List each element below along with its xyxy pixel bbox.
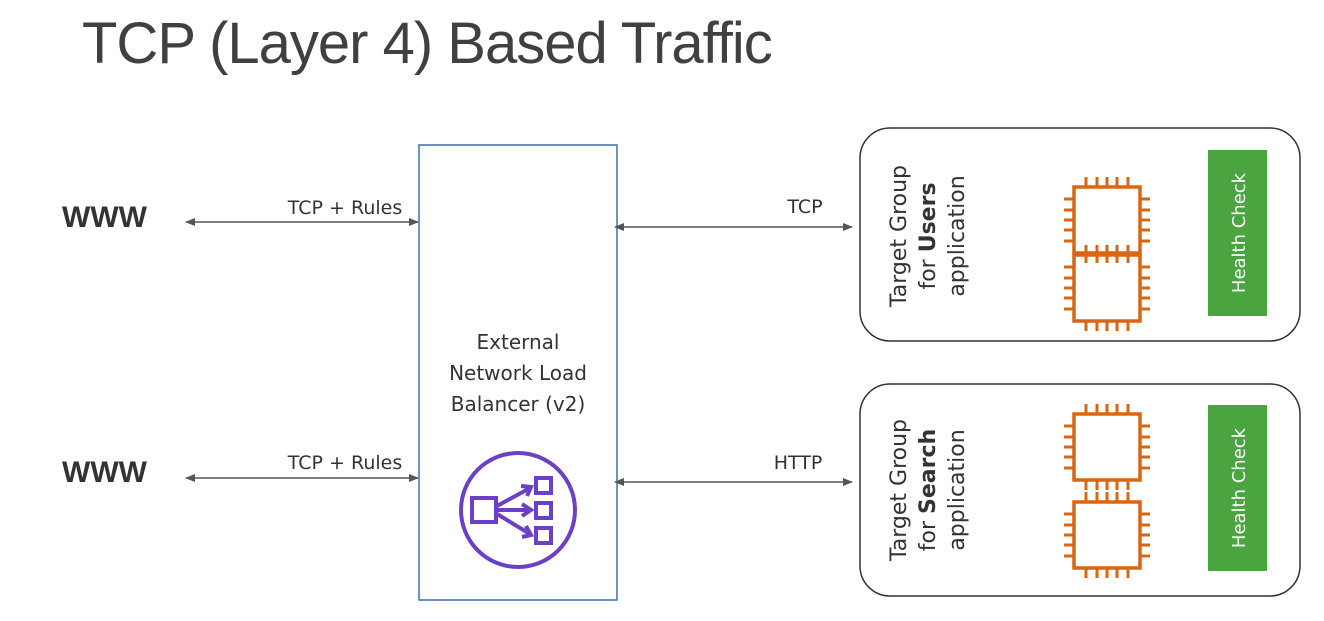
- health-check-label: Health Check: [1229, 427, 1250, 548]
- route-protocol-label-2: HTTP: [774, 452, 823, 474]
- health-check-badge: [1208, 405, 1267, 571]
- load-balancer-label-line-2: Network Load: [449, 361, 587, 385]
- client-protocol-label-1: TCP + Rules: [287, 197, 402, 219]
- load-balancer-label-line-1: External: [477, 330, 560, 354]
- target-group-label-line-1: Target Group: [887, 165, 912, 308]
- page-title: TCP (Layer 4) Based Traffic: [82, 11, 773, 76]
- client-protocol-label-2: TCP + Rules: [287, 452, 402, 474]
- target-group-label-line-2: for Search: [916, 429, 941, 551]
- target-group-label-line-1: Target Group: [887, 419, 912, 562]
- route-protocol-label-1: TCP: [786, 196, 822, 218]
- client-www-1: WWW: [62, 201, 148, 234]
- target-group-label-line-3: application: [945, 175, 970, 296]
- client-www-2: WWW: [62, 456, 148, 489]
- target-group-search: Target Group for Search application Heal…: [859, 383, 1301, 597]
- health-check-badge: [1208, 150, 1267, 316]
- target-group-label-line-3: application: [945, 429, 970, 550]
- target-group-label-line-2: for Users: [916, 182, 941, 289]
- load-balancer-box: [418, 144, 618, 601]
- target-group-users: Target Group for Users application Healt…: [859, 127, 1301, 342]
- health-check-label: Health Check: [1229, 172, 1250, 293]
- load-balancer-label-line-3: Balancer (v2): [451, 392, 586, 416]
- network-load-balancer-icon: [459, 451, 577, 569]
